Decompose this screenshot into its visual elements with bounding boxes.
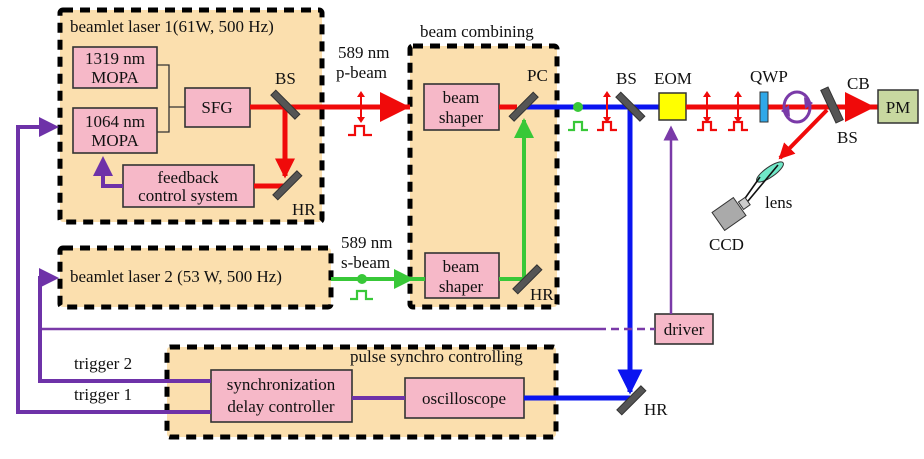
- svg-text:SFG: SFG: [201, 98, 232, 117]
- hr-mirror-1: [272, 170, 303, 201]
- power-meter: PM: [877, 89, 919, 124]
- sampled-beam: [778, 108, 829, 160]
- s-beam-label-line2: s-beam: [341, 253, 390, 272]
- group-beamlet-laser-2: beamlet laser 2 (53 W, 500 Hz): [57, 245, 334, 310]
- svg-text:1064 nm: 1064 nm: [85, 112, 145, 131]
- hr3-label: HR: [644, 400, 668, 419]
- mopa-1064: 1064 nm MOPA: [72, 107, 158, 154]
- beam-shaper-1: beam shaper: [423, 83, 500, 131]
- oscilloscope-box: oscilloscope: [404, 377, 525, 419]
- pulse-icon-red-2: [597, 120, 617, 132]
- group-label-sync: pulse synchro controlling: [350, 347, 523, 366]
- circular-polarization-icon: [781, 90, 813, 124]
- svg-text:synchronization: synchronization: [227, 375, 336, 394]
- pulse-icon-red: [348, 124, 372, 137]
- svg-text:CCD: CCD: [709, 235, 744, 254]
- svg-text:delay controller: delay controller: [227, 397, 334, 416]
- svg-text:lens: lens: [765, 193, 792, 212]
- group-label-laser2: beamlet laser 2 (53 W, 500 Hz): [70, 267, 282, 286]
- svg-text:MOPA: MOPA: [91, 131, 139, 150]
- svg-text:control system: control system: [138, 186, 238, 205]
- beam-splitter-1: [270, 89, 301, 120]
- svg-text:EOM: EOM: [654, 69, 692, 88]
- sync-delay-controller: synchronization delay controller: [210, 369, 353, 423]
- svg-text:shaper: shaper: [439, 108, 484, 127]
- driver-box: driver: [654, 313, 714, 345]
- trigger-1-line: [16, 117, 211, 414]
- p-polarization-icon-4: [734, 91, 742, 123]
- lens: lens: [756, 161, 792, 212]
- group-label-laser1: beamlet laser 1(61W, 500 Hz): [70, 17, 274, 36]
- s-polarization-icon-2: [573, 102, 583, 112]
- pc-label: PC: [527, 66, 548, 85]
- polarization-combiner: [508, 91, 539, 122]
- svg-text:driver: driver: [664, 320, 705, 339]
- svg-text:oscilloscope: oscilloscope: [422, 389, 506, 408]
- beam-splitter-3: [820, 86, 844, 124]
- bs2-label: BS: [616, 69, 637, 88]
- svg-text:beam: beam: [443, 257, 480, 276]
- pulse-icon-green-2: [568, 120, 588, 132]
- feedback-signal-arrow: [93, 156, 123, 188]
- p-beam-label-line1: 589 nm: [338, 43, 389, 62]
- mopa-connector: [157, 64, 185, 133]
- hr-mirror-2: [512, 264, 543, 295]
- group-label-combining: beam combining: [420, 22, 534, 41]
- svg-text:beam: beam: [443, 88, 480, 107]
- svg-text:MOPA: MOPA: [91, 68, 139, 87]
- quarter-wave-plate: QWP: [750, 67, 788, 123]
- p-polarization-icon-2: [603, 91, 611, 123]
- pulse-icon-green: [350, 289, 373, 301]
- bs3-label: BS: [837, 128, 858, 147]
- beam-splitter-2: [615, 91, 646, 122]
- p-beam-label-line2: p-beam: [336, 63, 387, 82]
- svg-text:PM: PM: [886, 98, 911, 117]
- s-polarization-icon: [357, 274, 367, 284]
- pulse-icon-red-4: [728, 120, 748, 132]
- bs1-label: BS: [275, 69, 296, 88]
- hr2-label: HR: [530, 285, 554, 304]
- trigger-2-label: trigger 2: [74, 354, 132, 373]
- eom: EOM: [654, 69, 692, 121]
- svg-text:shaper: shaper: [439, 277, 484, 296]
- mopa-1319: 1319 nm MOPA: [72, 46, 158, 89]
- cb-label: CB: [847, 74, 870, 93]
- p-polarization-icon: [357, 91, 365, 123]
- pulse-icon-red-3: [697, 120, 717, 132]
- s-beam-label-line1: 589 nm: [341, 233, 392, 252]
- p-polarization-icon-3: [703, 91, 711, 123]
- beam-shaper-2: beam shaper: [424, 252, 500, 299]
- svg-text:QWP: QWP: [750, 67, 788, 86]
- trigger-2-line: [38, 268, 211, 383]
- feedback-control-box: feedback control system: [122, 164, 255, 208]
- svg-text:feedback: feedback: [157, 168, 219, 187]
- sfg-box: SFG: [184, 87, 251, 128]
- trigger-1-label: trigger 1: [74, 385, 132, 404]
- hr1-label: HR: [292, 200, 316, 219]
- ccd-camera: CCD: [709, 196, 751, 254]
- hr-mirror-3: [616, 385, 647, 416]
- svg-text:1319 nm: 1319 nm: [85, 49, 145, 68]
